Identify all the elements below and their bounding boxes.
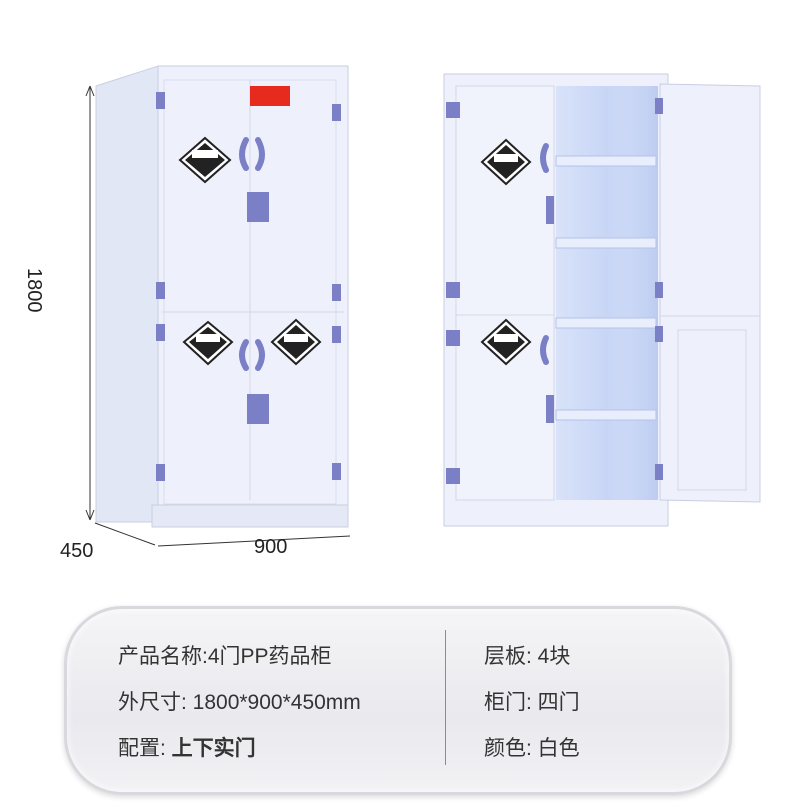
- spec-label: 产品名称:: [118, 645, 208, 668]
- lock-upper: [247, 192, 269, 222]
- spec-panel: [64, 606, 732, 795]
- spec-label: 配置:: [118, 737, 172, 760]
- lock-lower: [247, 394, 269, 424]
- spec-value: 上下实门: [171, 737, 256, 760]
- spec-value: 4块: [537, 645, 571, 668]
- height-dimension: 1800: [23, 268, 45, 313]
- spec-config: 配置: 上下实门: [118, 732, 256, 762]
- corrosive-sign-icon: [270, 318, 322, 366]
- spec-divider: [445, 630, 446, 765]
- corrosive-sign-icon: [178, 136, 232, 184]
- corrosive-sign-icon: [480, 318, 532, 366]
- depth-dimension: 450: [60, 540, 94, 562]
- spec-value: 1800*900*450mm: [192, 691, 361, 714]
- spec-label: 外尺寸:: [118, 691, 193, 714]
- spec-outer-size: 外尺寸: 1800*900*450mm: [118, 686, 361, 716]
- spec-value: 白色: [537, 737, 580, 760]
- spec-value: 4门PP药品柜: [207, 645, 332, 668]
- open-cabinet: [443, 73, 761, 527]
- spec-label: 层板:: [484, 645, 538, 668]
- cabinet-drawing: [85, 65, 761, 547]
- depth-dimension-line: [94, 522, 156, 546]
- closed-cabinet: [95, 65, 349, 528]
- spec-color: 颜色: 白色: [484, 732, 580, 762]
- shelves: [555, 155, 657, 421]
- width-dimension: 900: [254, 536, 288, 558]
- spec-label: 颜色:: [484, 737, 538, 760]
- spec-shelves: 层板: 4块: [484, 640, 570, 670]
- corrosive-sign-icon: [182, 320, 234, 366]
- spec-doors: 柜门: 四门: [484, 686, 580, 716]
- door-handles: [239, 137, 265, 371]
- spec-product-name: 产品名称:4门PP药品柜: [118, 640, 332, 670]
- spec-value: 四门: [537, 691, 580, 714]
- product-illustration: 1800 450 900: [23, 65, 761, 562]
- warning-label: [250, 86, 290, 106]
- hinges: [156, 92, 341, 481]
- corrosive-sign-icon: [480, 138, 532, 186]
- spec-label: 柜门:: [484, 691, 538, 714]
- width-dimension-line: [157, 535, 351, 547]
